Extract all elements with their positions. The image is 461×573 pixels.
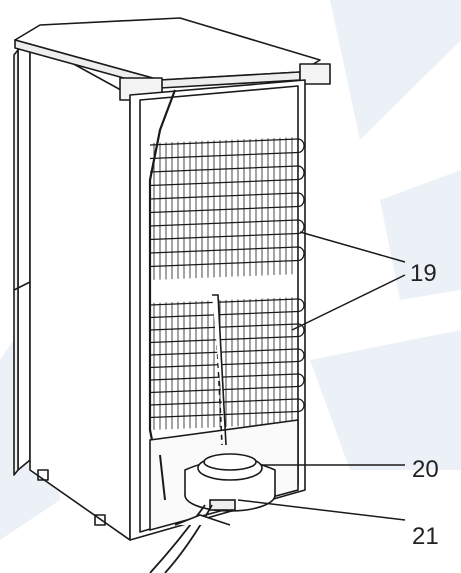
callout-label-20: 20 — [412, 456, 439, 483]
compressor — [149, 294, 299, 573]
coil-tube — [149, 246, 305, 268]
coil-tube — [149, 398, 305, 419]
coil-tube — [149, 298, 305, 319]
leader-lines — [237, 231, 406, 521]
leader-21 — [237, 499, 406, 521]
coil-tube — [149, 348, 305, 369]
leader-19b — [291, 274, 406, 331]
coil-tube — [149, 323, 305, 344]
leader-19a — [299, 231, 406, 263]
condenser-coil-lower — [149, 297, 305, 430]
coil-tube — [149, 165, 305, 187]
condenser-coil-upper — [149, 137, 305, 280]
callout-label-19: 19 — [410, 260, 437, 287]
callout-label-21: 21 — [412, 523, 439, 550]
coil-tube — [149, 373, 305, 394]
coil-tube — [149, 192, 305, 214]
coil-tube — [149, 138, 305, 160]
coil-tube — [149, 219, 305, 241]
